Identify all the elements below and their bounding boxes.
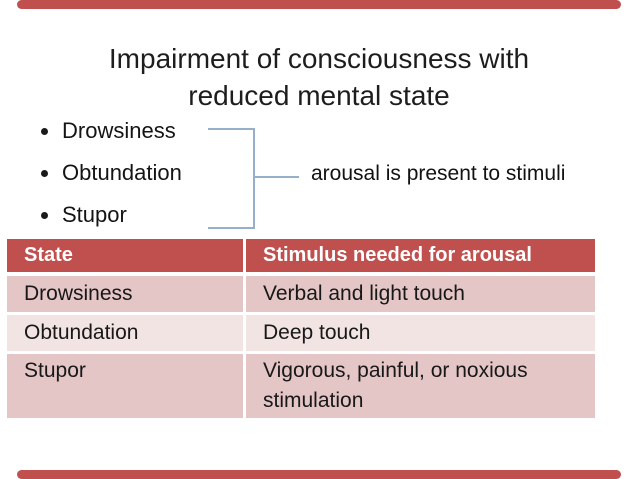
- table-header-stimulus: Stimulus needed for arousal: [246, 239, 595, 272]
- bullet-dot-icon: [41, 211, 48, 219]
- bullet-list: Drowsiness Obtundation Stupor: [41, 110, 182, 236]
- bullet-item-obtundation: Obtundation: [41, 152, 182, 194]
- table-cell-stimulus: Verbal and light touch: [246, 276, 595, 312]
- bullet-dot-icon: [41, 127, 48, 135]
- bullet-item-label: Obtundation: [62, 160, 182, 185]
- slide-title-line-1: Impairment of consciousness with: [108, 42, 530, 74]
- table-cell-state: Stupor: [7, 354, 243, 418]
- table-cell-state: Drowsiness: [7, 276, 243, 312]
- bracket-connector-line: [255, 176, 299, 178]
- bullet-item-drowsiness: Drowsiness: [41, 110, 182, 152]
- bullet-item-label: Drowsiness: [62, 118, 176, 143]
- table-row-obtundation: Obtundation Deep touch: [7, 315, 595, 351]
- bracket-top-line: [208, 128, 253, 130]
- bullet-dot-icon: [41, 169, 48, 177]
- slide-title-line-2: reduced mental state: [188, 79, 450, 111]
- bracket-vertical-line: [253, 128, 255, 229]
- table-row-drowsiness: Drowsiness Verbal and light touch: [7, 276, 595, 312]
- callout-label: arousal is present to stimuli: [311, 162, 566, 185]
- table-cell-stimulus: Deep touch: [246, 315, 595, 351]
- table-cell-state: Obtundation: [7, 315, 243, 351]
- table-cell-stimulus: Vigorous, painful, or noxious stimulatio…: [246, 354, 595, 418]
- bullet-item-stupor: Stupor: [41, 194, 182, 236]
- slide-title: Impairment of consciousness with reduced…: [0, 40, 638, 114]
- table-header-row: State Stimulus needed for arousal: [7, 239, 595, 272]
- table-row-stupor: Stupor Vigorous, painful, or noxious sti…: [7, 354, 595, 418]
- table-header-state: State: [7, 239, 243, 272]
- top-accent-bar: [17, 0, 621, 9]
- bullet-item-label: Stupor: [62, 202, 127, 227]
- bracket-bottom-line: [208, 227, 253, 229]
- arousal-table: State Stimulus needed for arousal Drowsi…: [7, 239, 595, 421]
- bottom-accent-bar: [17, 470, 621, 479]
